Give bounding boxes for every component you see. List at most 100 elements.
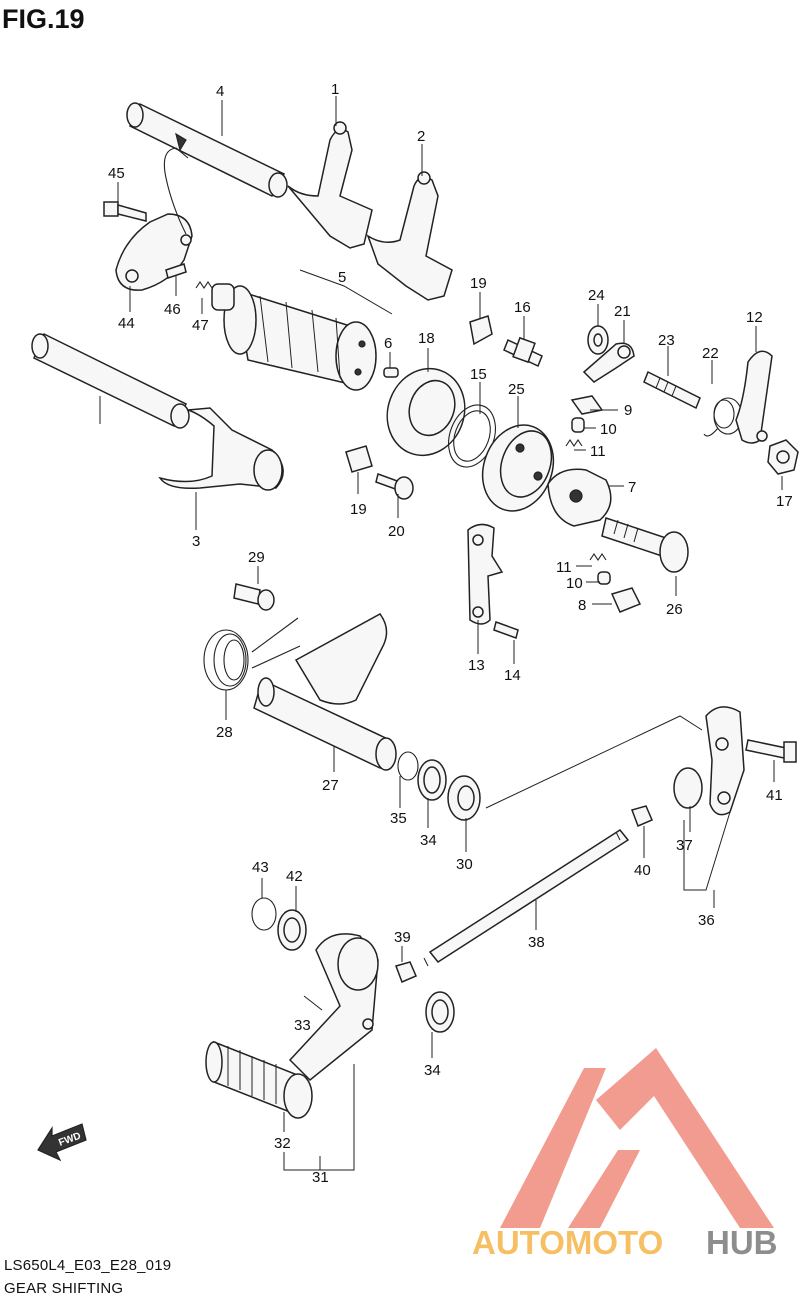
callout-34-lower: 34 — [424, 1062, 441, 1079]
callout-41: 41 — [766, 787, 783, 804]
gear-shift-shaft — [253, 613, 397, 771]
shift-fork-shaft-lower — [31, 332, 190, 429]
callout-25: 25 — [508, 381, 525, 398]
callout-26: 26 — [666, 601, 683, 618]
callout-5: 5 — [338, 269, 346, 286]
gear-shift-lever — [288, 933, 379, 1082]
callout-15: 15 — [470, 366, 487, 383]
watermark-brand-b: HUB — [706, 1224, 778, 1261]
watermark-triangle-inner — [568, 1150, 640, 1228]
pin-6 — [383, 367, 399, 378]
callout-10-upper: 10 — [600, 421, 617, 438]
spring-11-lower — [589, 553, 607, 561]
callout-34-upper: 34 — [420, 832, 437, 849]
callout-23: 23 — [658, 332, 675, 349]
cam-driven-gear — [481, 424, 555, 512]
callout-21: 21 — [614, 303, 631, 320]
callout-19-lower: 19 — [350, 501, 367, 518]
shift-arm-stopper — [582, 342, 635, 383]
screw-14 — [493, 621, 519, 639]
washer-42 — [277, 909, 307, 951]
bolt-29 — [233, 583, 275, 611]
callout-22: 22 — [702, 345, 719, 362]
callout-33: 33 — [294, 1017, 311, 1034]
return-spring-28 — [203, 617, 301, 691]
callout-4-upper: 4 — [216, 83, 224, 100]
watermark-logo: AUTOMOTO HUB — [472, 1048, 778, 1261]
callout-38: 38 — [528, 934, 545, 951]
snap-ring-43 — [251, 897, 277, 931]
leader-lines — [99, 96, 783, 1171]
bolt-16 — [503, 336, 543, 368]
spring-11-upper — [565, 439, 583, 447]
callout-11-upper: 11 — [590, 443, 606, 460]
washer-34-upper — [417, 759, 447, 801]
pawl-9 — [570, 395, 604, 415]
watermark-brand-a: AUTOMOTO — [472, 1224, 663, 1261]
callout-39: 39 — [394, 929, 411, 946]
bolt-26 — [601, 517, 689, 573]
figure-caption: GEAR SHIFTING — [4, 1280, 124, 1297]
callout-7: 7 — [628, 479, 636, 496]
callout-8: 8 — [578, 597, 586, 614]
gear-shift-pawl-lifter — [547, 468, 612, 527]
gear-shift-cam — [211, 283, 377, 391]
callout-42: 42 — [286, 868, 303, 885]
callout-29: 29 — [248, 549, 265, 566]
callout-37: 37 — [676, 837, 693, 854]
gear-shift-arm — [673, 706, 745, 816]
pawl-8 — [610, 587, 642, 613]
watermark-triangle-left — [500, 1068, 606, 1228]
callout-2: 2 — [417, 128, 425, 145]
shift-fork-1 — [287, 121, 373, 249]
cam-guide-plate — [467, 523, 504, 625]
callout-24: 24 — [588, 287, 605, 304]
callout-27: 27 — [322, 777, 339, 794]
forward-direction-arrow: FWD — [37, 1123, 87, 1162]
bearing-18 — [386, 367, 466, 457]
callout-47: 47 — [192, 317, 209, 334]
gear-shift-link-rod — [423, 829, 630, 967]
plate-19-lower — [345, 445, 373, 473]
callout-35: 35 — [390, 810, 407, 827]
nut-39 — [395, 961, 417, 983]
plate-12 — [735, 350, 773, 444]
figure-title: FIG.19 — [2, 4, 85, 34]
callout-3: 3 — [192, 533, 200, 550]
callout-36: 36 — [698, 912, 715, 929]
callout-11-lower: 11 — [556, 559, 572, 576]
callout-40: 40 — [634, 862, 651, 879]
shift-lever-rubber — [205, 1040, 313, 1119]
bolt-23 — [643, 370, 701, 410]
callout-1: 1 — [331, 81, 339, 98]
callout-17: 17 — [776, 493, 793, 510]
callout-12: 12 — [746, 309, 763, 326]
shift-fork-3 — [158, 407, 284, 491]
oil-seal-30 — [447, 775, 481, 821]
washer-34-lower — [425, 991, 455, 1033]
callout-13: 13 — [468, 657, 485, 674]
plate-19-upper — [469, 315, 493, 346]
callout-14: 14 — [504, 667, 521, 684]
callout-31: 31 — [312, 1169, 329, 1186]
pin-10-upper — [571, 417, 585, 433]
callout-6: 6 — [384, 335, 392, 352]
callout-16: 16 — [514, 299, 531, 316]
spring-22 — [703, 397, 743, 437]
snap-ring-35 — [397, 751, 419, 781]
bolt-20 — [375, 473, 414, 500]
callout-10-lower: 10 — [566, 575, 583, 592]
callout-46: 46 — [164, 301, 181, 318]
nut-40 — [631, 805, 653, 827]
pin-10-lower — [597, 571, 611, 585]
bolt-45 — [103, 201, 147, 222]
shift-fork-2 — [366, 171, 453, 301]
callout-32: 32 — [274, 1135, 291, 1152]
callout-19-upper: 19 — [470, 275, 487, 292]
callout-44: 44 — [118, 315, 135, 332]
callout-43: 43 — [252, 859, 269, 876]
nut-17 — [767, 439, 799, 475]
watermark-triangle-right — [596, 1048, 774, 1228]
washer-24 — [587, 325, 609, 355]
